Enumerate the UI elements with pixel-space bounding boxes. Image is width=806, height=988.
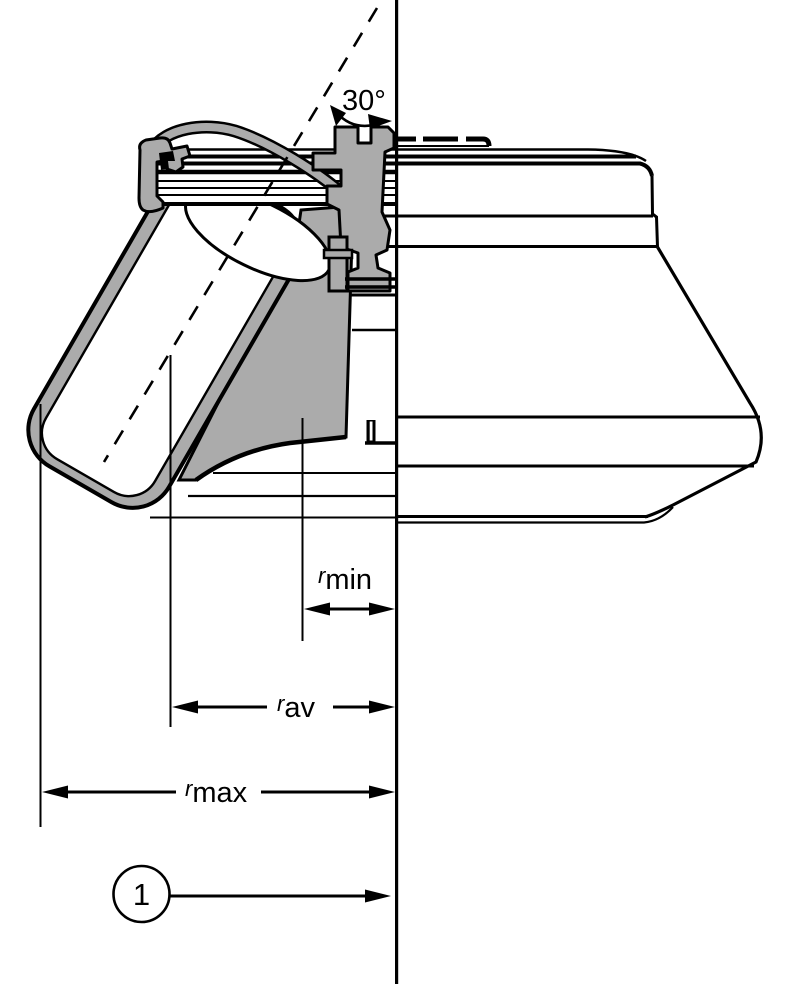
angle-label: 30° xyxy=(342,85,386,117)
lid-line-b xyxy=(156,161,654,177)
lid-top-detail xyxy=(397,136,492,147)
callout-1: 1 xyxy=(112,864,391,924)
angle-arrowhead-left xyxy=(330,105,346,126)
body-underside-edge xyxy=(194,434,347,482)
tube-axis-dashed xyxy=(102,7,379,463)
lid-handle xyxy=(145,120,359,209)
angle-annotation: 30° xyxy=(330,85,392,129)
dimension-r-max: rmax xyxy=(39,404,395,827)
r-max-label: rmax xyxy=(185,776,248,809)
rim-edge xyxy=(650,175,659,248)
latch-clip xyxy=(159,151,175,170)
callout-circle xyxy=(112,864,171,924)
dimension-r-min: rmin xyxy=(301,418,395,641)
body-notch xyxy=(365,420,397,445)
r-av-label: rav xyxy=(277,691,315,724)
hub-section xyxy=(322,235,397,332)
lid-left-latch xyxy=(137,136,192,214)
rotor-body-edge xyxy=(644,246,763,519)
rotor-section-left xyxy=(26,7,397,519)
body-bottom-line-2 xyxy=(397,506,674,524)
r-min-label: rmin xyxy=(318,563,372,596)
dimension-r-av: rav xyxy=(169,355,395,727)
lid-top-line xyxy=(156,148,647,163)
angle-arrowhead-right xyxy=(368,114,392,129)
callout-number: 1 xyxy=(133,877,150,912)
lid-center-latch xyxy=(311,125,397,332)
callout-arrowhead xyxy=(365,889,391,903)
rotation-axis-centerline xyxy=(395,0,399,984)
